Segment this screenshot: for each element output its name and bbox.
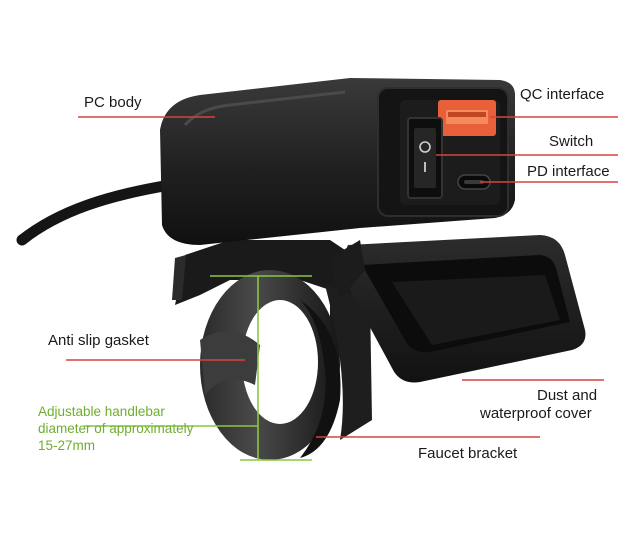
handlebar-line-2: diameter of approximately: [38, 421, 194, 436]
label-qc-interface: QC interface: [520, 86, 605, 103]
label-switch: Switch: [549, 133, 594, 150]
label-dust-cover-line-2: waterproof cover: [480, 405, 592, 422]
power-switch-icon[interactable]: [407, 117, 443, 199]
dust-waterproof-cover: [330, 235, 586, 383]
handlebar-line-3: 15-27mm: [38, 438, 96, 453]
handlebar-dimension-markers: [84, 275, 312, 461]
label-pd-interface: PD interface: [527, 163, 610, 180]
usb-a-port-icon: [438, 100, 496, 136]
label-dust-cover-line-1: Dust and: [537, 387, 598, 404]
power-cable: [16, 179, 176, 246]
label-pc-body: PC body: [84, 94, 142, 111]
leader-lines: [66, 116, 618, 438]
label-handlebar-diameter: Adjustable handlebar diameter of approxi…: [38, 403, 228, 454]
faucet-bracket: [172, 240, 372, 460]
handlebar-line-1: Adjustable handlebar: [38, 404, 165, 419]
label-faucet-bracket: Faucet bracket: [418, 445, 518, 462]
label-anti-slip-gasket: Anti slip gasket: [48, 332, 149, 349]
